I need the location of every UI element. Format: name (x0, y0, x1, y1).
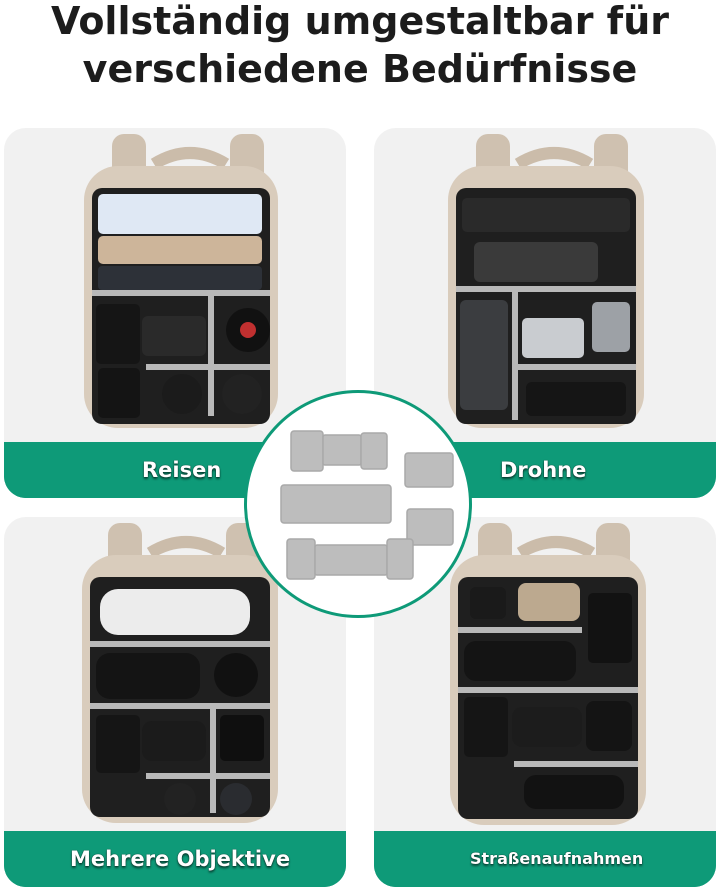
divider-inserts-image (280, 430, 454, 580)
panel-drone: Drohne (374, 128, 716, 498)
panel-multiple-lenses: Mehrere Objektive (4, 517, 346, 887)
drone-backpack-image (374, 134, 716, 498)
divider-inserts-circle (244, 390, 472, 618)
panel-label: Straßenaufnahmen (470, 849, 644, 868)
headline-line-1: Vollständig umgestaltbar für (50, 0, 669, 43)
panel-band (4, 831, 346, 887)
panel-label: Reisen (142, 458, 222, 482)
panel-band (374, 831, 716, 887)
headline-line-2: verschiedene Bedürfnisse (82, 47, 638, 91)
panel-label: Drohne (500, 458, 587, 482)
lenses-backpack-image (4, 523, 346, 887)
panel-travel: Reisen (4, 128, 346, 498)
panel-label: Mehrere Objektive (70, 847, 291, 871)
travel-backpack-image (4, 134, 346, 498)
